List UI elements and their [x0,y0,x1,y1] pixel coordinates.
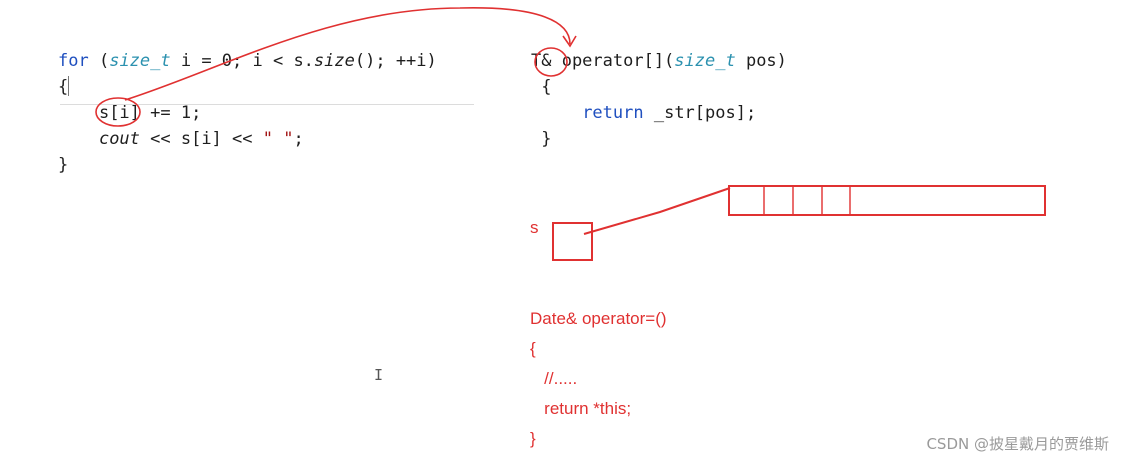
arrowhead-icon [562,35,577,48]
keyword-return: return [582,103,644,123]
code-line-return: return _str[pos]; [531,100,756,126]
pointer-line [583,187,731,235]
code-text: << s[i] << [139,129,263,149]
annotation-line: //..... [530,369,578,388]
code-text: ( [88,51,110,71]
code-line-open-brace: { [531,77,552,97]
code-text: pos) [735,51,787,71]
annotation-line: Date& operator=() [530,309,667,328]
arrow-arc-annotation [124,7,571,101]
cout-identifier: cout [98,129,140,149]
left-code-block: for (size_t i = 0; i < s.size(); ++i) { … [58,48,437,204]
current-line-highlight [60,104,474,105]
keyword-for: for [58,51,89,71]
code-line-operator: T& operator[](size_t pos) [531,48,787,74]
annotation-line: { [530,339,536,358]
right-code-block: T& operator[](size_t pos) { return _str[… [531,48,787,178]
string-literal: " " [262,129,294,149]
type-size-t: size_t [674,51,736,71]
code-text: ; [293,129,304,149]
code-line-close-brace: } [531,129,552,149]
code-text: _str[pos]; [643,103,757,123]
code-line-cout: cout << s[i] << " "; [58,126,304,152]
circle-s-i-annotation [95,97,141,127]
annotation-s-label: s [530,218,539,237]
type-size-t: size_t [109,51,171,71]
code-text: (); ++i) [354,51,437,71]
annotation-line: return *this; [530,399,632,418]
circle-t-ref-annotation [534,47,568,77]
watermark: CSDN @披星戴月的贾维斯 [926,435,1109,453]
code-line-increment: s[i] += 1; [58,100,201,126]
fn-size: size [313,51,355,71]
annotation-line: } [530,429,536,448]
code-text: s[i] += 1; [98,103,202,123]
code-line-for: for (size_t i = 0; i < s.size(); ++i) [58,48,437,74]
text-cursor [68,76,69,96]
annotation-date-operator: Date& operator=() { //..... return *this… [530,306,667,462]
pointer-box-s [552,222,593,261]
code-line-close-brace: } [58,155,69,175]
code-line-open-brace: { [58,77,69,97]
ibeam-cursor-icon: I [374,366,384,384]
array-buffer-box [728,185,1046,216]
